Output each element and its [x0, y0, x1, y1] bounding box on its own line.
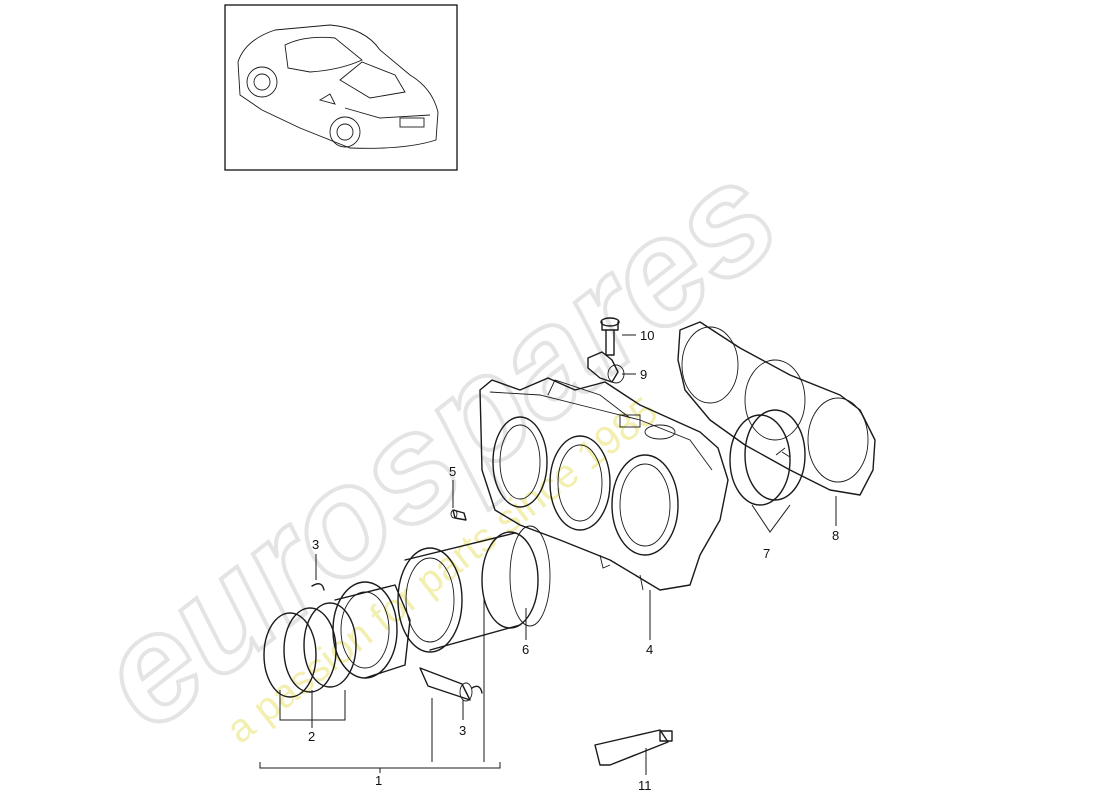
- circlip-lower: [471, 685, 483, 694]
- callout-3a: 3: [312, 537, 319, 552]
- callout-5: 5: [449, 464, 456, 479]
- callout-labels: 1 2 3 3 4 5 6 7 8 9 10 11: [308, 328, 839, 793]
- callout-9: 9: [640, 367, 647, 382]
- watermark: eurospares a passion for parts since 198…: [64, 128, 809, 762]
- cylinder-liner: [397, 525, 551, 653]
- cylinder-head-gasket: [677, 321, 876, 496]
- callout-7: 7: [763, 546, 770, 561]
- leader-lines: [259, 334, 837, 775]
- callout-4: 4: [646, 642, 653, 657]
- thumbnail-frame: [224, 4, 458, 171]
- piston-pin: [419, 667, 473, 702]
- sealant-tube: [594, 729, 673, 766]
- bolt: [600, 317, 620, 356]
- callout-10: 10: [640, 328, 654, 343]
- watermark-brand: eurospares: [66, 130, 807, 760]
- callout-2: 2: [308, 729, 315, 744]
- car-icon: [237, 24, 439, 149]
- dowel-pin: [450, 509, 467, 521]
- circlip-upper: [311, 583, 325, 591]
- callout-8: 8: [832, 528, 839, 543]
- piston-rings: [263, 602, 357, 698]
- callout-6: 6: [522, 642, 529, 657]
- cylinder-housing: [479, 377, 729, 591]
- callout-11: 11: [638, 778, 652, 793]
- callout-3b: 3: [459, 723, 466, 738]
- callout-1: 1: [375, 773, 382, 788]
- vehicle-thumbnail: [224, 4, 458, 171]
- liner-seal-rings: [729, 409, 806, 506]
